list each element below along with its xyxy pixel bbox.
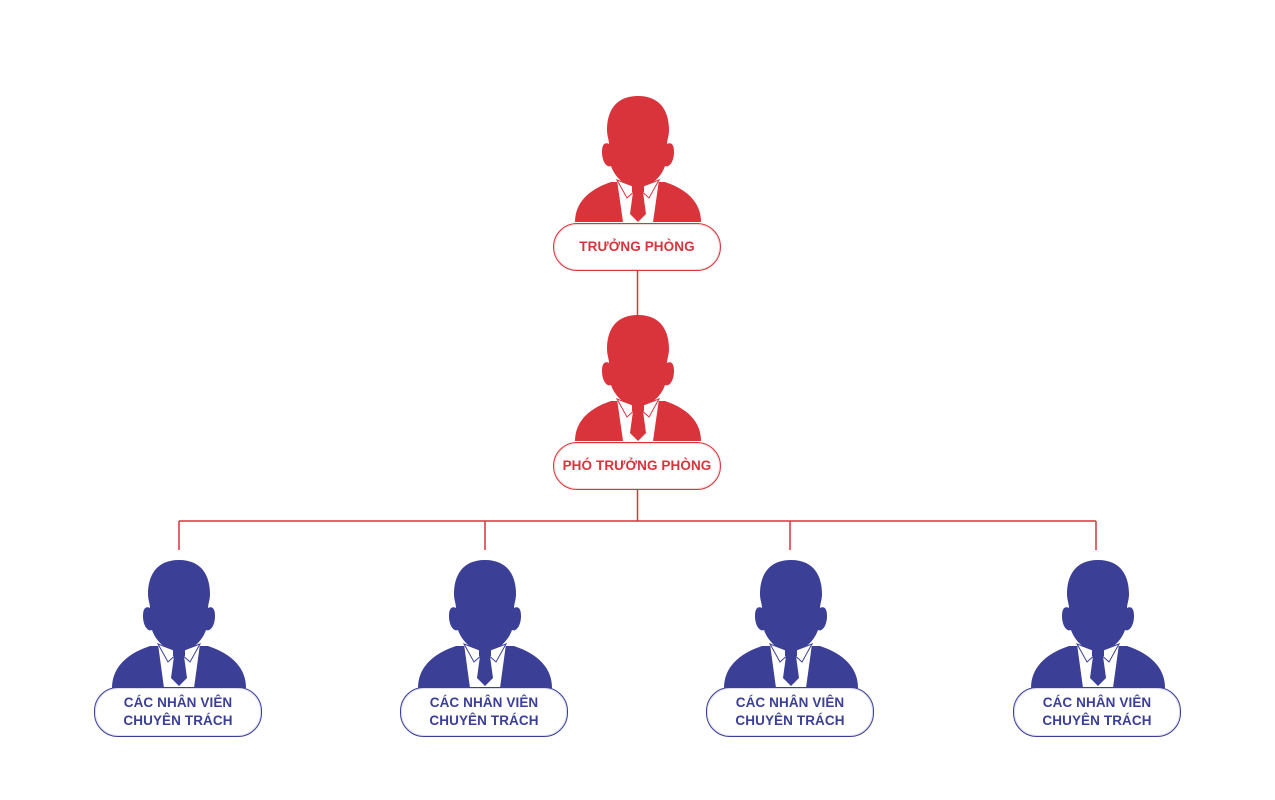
- deputy-label: PHÓ TRƯỞNG PHÒNG: [553, 442, 721, 490]
- person-icon: [724, 560, 858, 688]
- person-icon: [575, 315, 701, 441]
- node-staff-4: CÁC NHÂN VIÊN CHUYÊN TRÁCH: [1013, 560, 1183, 737]
- deputy-label-text: PHÓ TRƯỞNG PHÒNG: [562, 458, 712, 473]
- staff-label: CÁC NHÂN VIÊN CHUYÊN TRÁCH: [1013, 687, 1181, 737]
- staff-label-line1: CÁC NHÂN VIÊN: [123, 695, 233, 710]
- staff-label-line1: CÁC NHÂN VIÊN: [735, 695, 845, 710]
- person-icon: [418, 560, 552, 688]
- head-label: TRƯỞNG PHÒNG: [553, 223, 721, 271]
- staff-label-line1: CÁC NHÂN VIÊN: [1042, 695, 1152, 710]
- head-label-text: TRƯỞNG PHÒNG: [579, 239, 695, 254]
- person-icon: [1031, 560, 1165, 688]
- staff-label-line2: CHUYÊN TRÁCH: [735, 713, 845, 728]
- staff-label-line2: CHUYÊN TRÁCH: [1042, 713, 1152, 728]
- staff-label: CÁC NHÂN VIÊN CHUYÊN TRÁCH: [400, 687, 568, 737]
- node-head: TRƯỞNG PHÒNG: [553, 96, 723, 271]
- staff-label: CÁC NHÂN VIÊN CHUYÊN TRÁCH: [706, 687, 874, 737]
- person-icon: [575, 96, 701, 222]
- person-icon: [112, 560, 246, 688]
- node-staff-1: CÁC NHÂN VIÊN CHUYÊN TRÁCH: [94, 560, 264, 737]
- node-staff-2: CÁC NHÂN VIÊN CHUYÊN TRÁCH: [400, 560, 570, 737]
- staff-label-line2: CHUYÊN TRÁCH: [123, 713, 233, 728]
- staff-label-line2: CHUYÊN TRÁCH: [429, 713, 539, 728]
- staff-label-line1: CÁC NHÂN VIÊN: [429, 695, 539, 710]
- node-deputy: PHÓ TRƯỞNG PHÒNG: [553, 315, 723, 490]
- staff-label: CÁC NHÂN VIÊN CHUYÊN TRÁCH: [94, 687, 262, 737]
- node-staff-3: CÁC NHÂN VIÊN CHUYÊN TRÁCH: [706, 560, 876, 737]
